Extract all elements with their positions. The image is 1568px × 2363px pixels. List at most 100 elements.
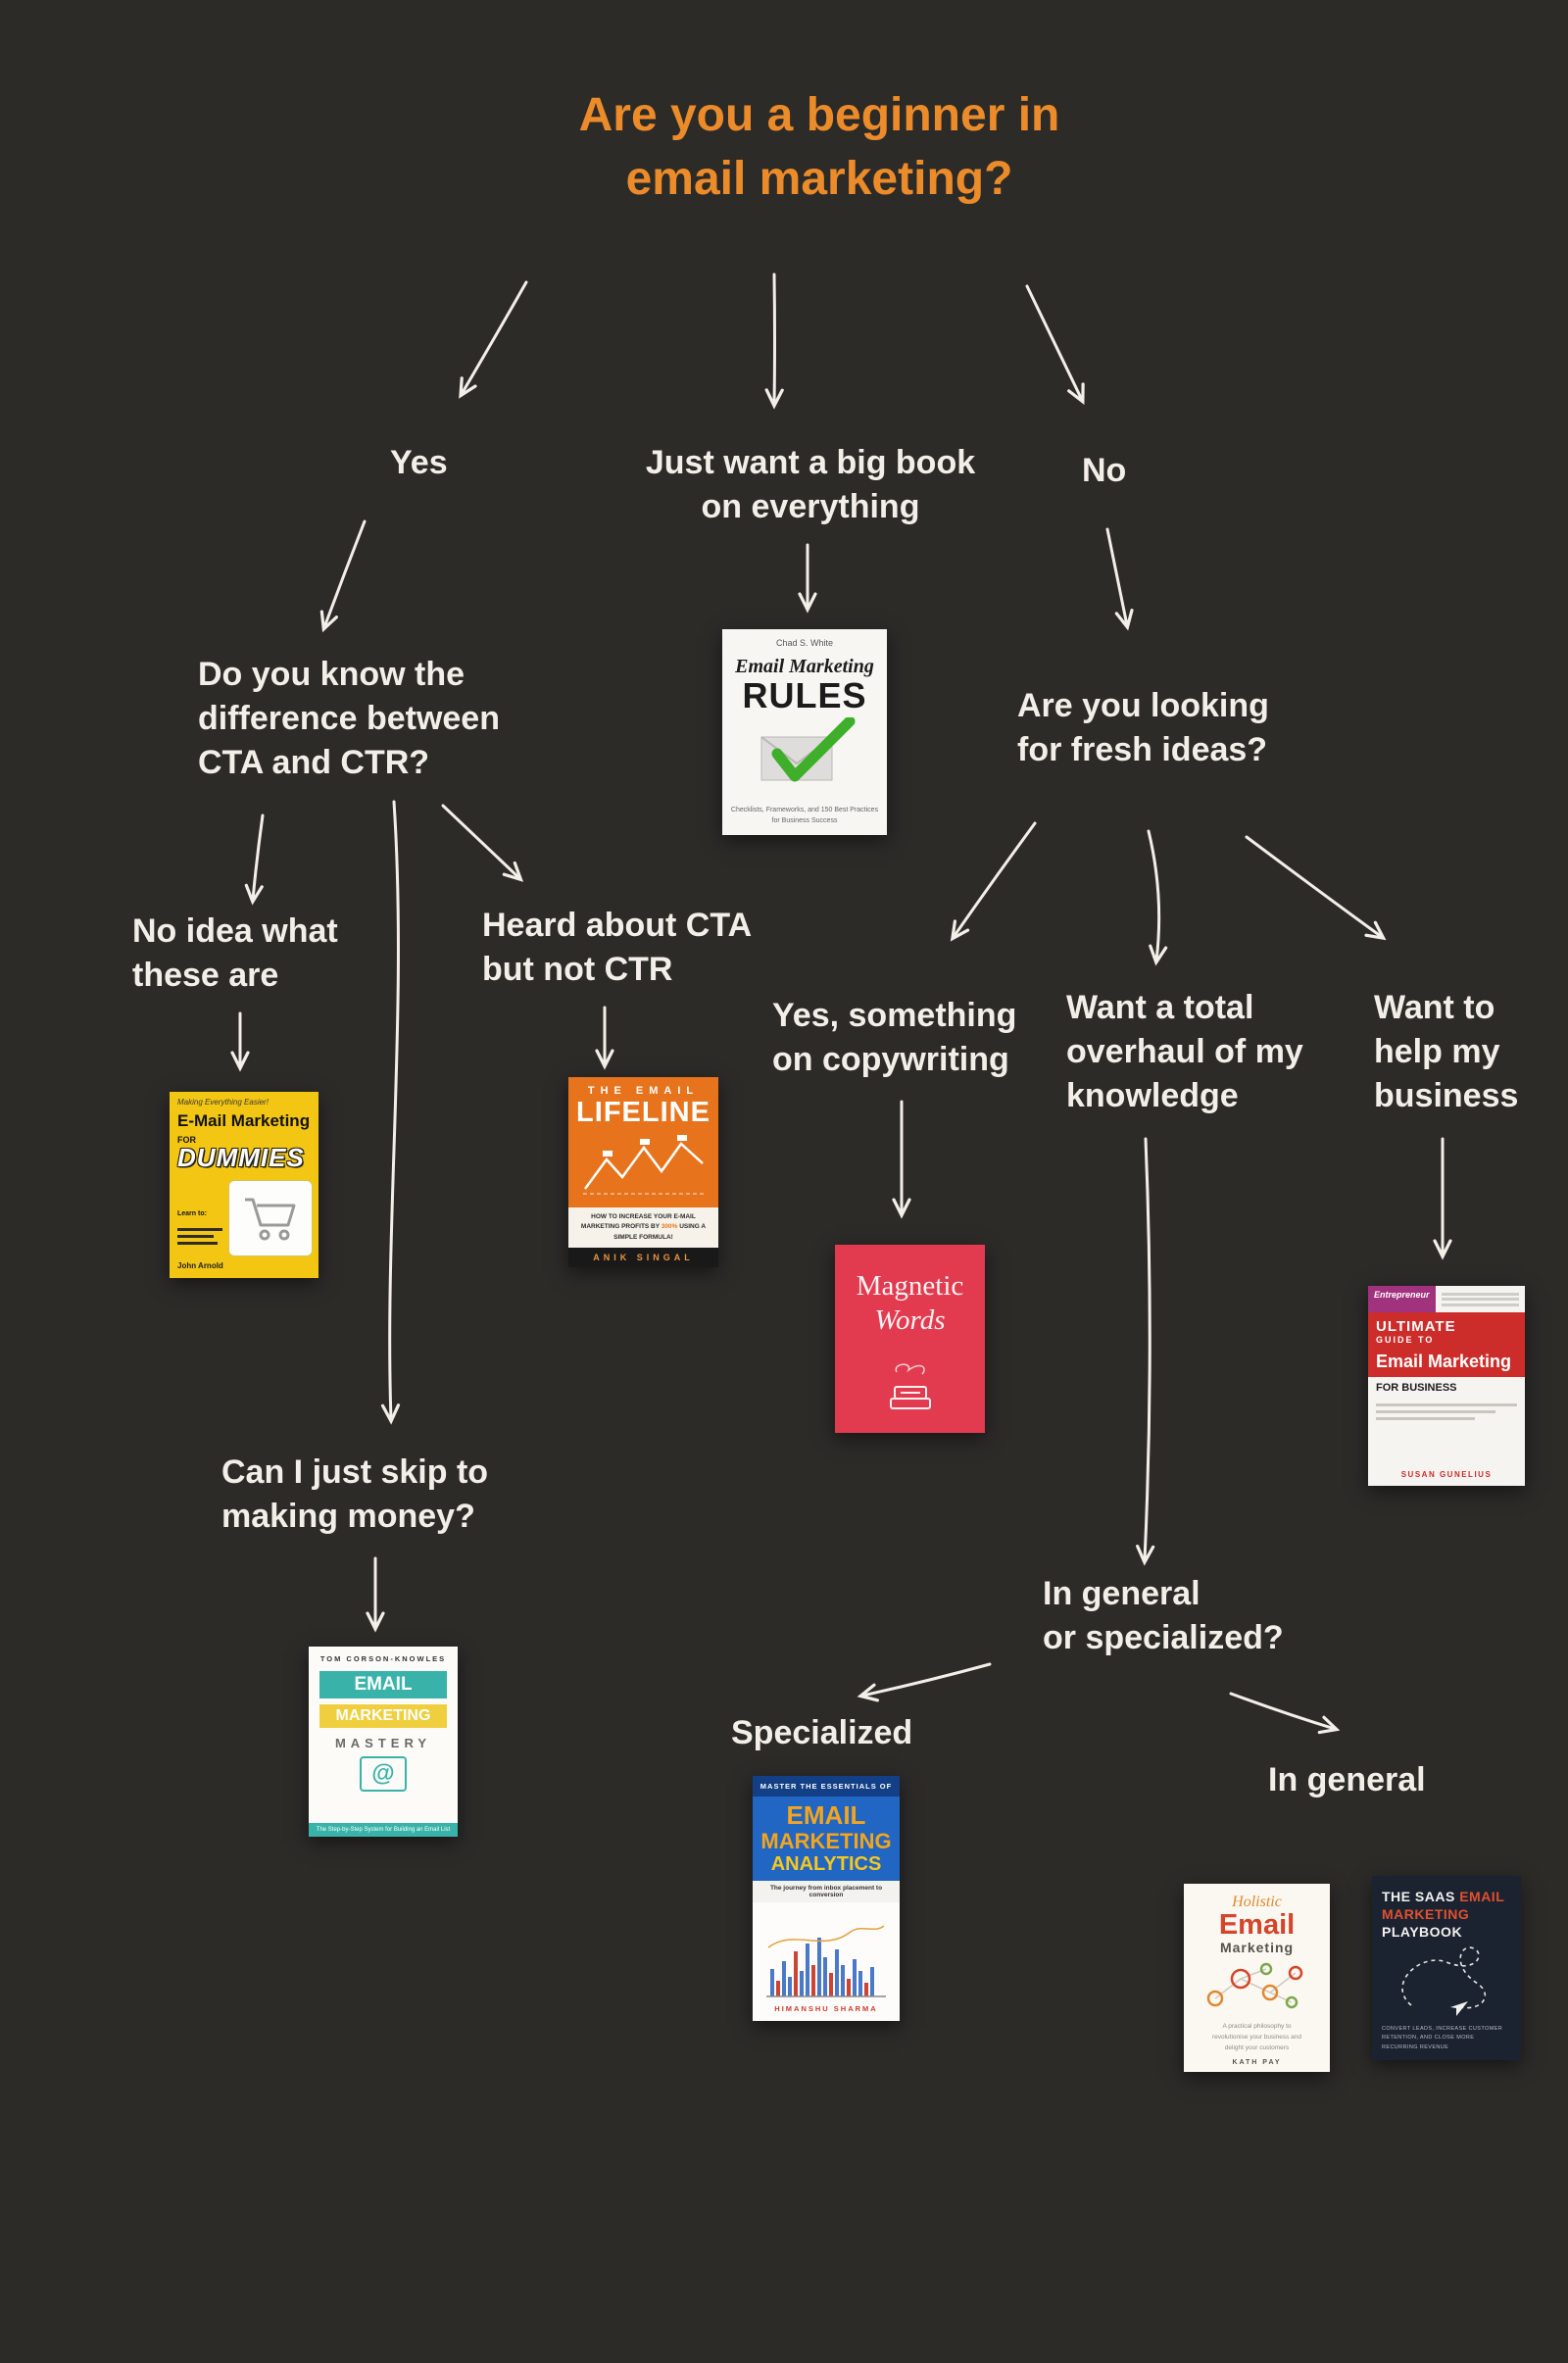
- book-subtitle: The Step-by-Step System for Building an …: [309, 1823, 458, 1837]
- book-title-line3: Marketing: [1219, 1940, 1295, 1955]
- label-big-book: Just want a big book on everything: [645, 444, 976, 525]
- label-cta-ctr-question: Do you know the difference between CTA a…: [198, 656, 500, 781]
- book-author: Chad S. White: [775, 638, 834, 648]
- book-cover-ultimate-guide-email-marketing: Entrepreneur ULTIMATE GUIDE TO Email Mar…: [1368, 1286, 1525, 1486]
- book-subtitle: Checklists, Frameworks, and 150 Best Pra…: [730, 806, 879, 824]
- book-title-line1: EMAIL: [786, 1800, 866, 1830]
- brand-entrepreneur: Entrepreneur: [1368, 1286, 1436, 1312]
- label-yes: Yes: [390, 444, 448, 481]
- label-skip-to-money: Can I just skip to making money?: [221, 1453, 489, 1535]
- cart-illustration: [228, 1180, 313, 1256]
- subtitle-part: USING A SIMPLE FORMULA!: [613, 1223, 707, 1241]
- label-total-overhaul: Want a total overhaul of my knowledge: [1066, 989, 1303, 1114]
- book-kicker: MASTER THE ESSENTIALS OF: [753, 1776, 900, 1797]
- book-subtitle: HOW TO INCREASE YOUR E-MAIL MARKETING PR…: [568, 1206, 718, 1248]
- book-title-line2: Words: [874, 1305, 946, 1336]
- bullet-lines: [177, 1228, 222, 1249]
- brand-band: Entrepreneur: [1368, 1286, 1525, 1312]
- book-author: ANIK SINGAL: [568, 1248, 718, 1267]
- book-kicker: THE EMAIL: [587, 1085, 700, 1097]
- shopping-cart-icon: [245, 1198, 296, 1241]
- label-no-idea: No idea what these are: [132, 912, 338, 994]
- book-cover-email-marketing-for-dummies: Making Everything Easier! E-Mail Marketi…: [170, 1092, 318, 1278]
- book-cover-saas-email-marketing-playbook: THE SAAS EMAIL MARKETING PLAYBOOK CONVER…: [1372, 1876, 1521, 2060]
- bullet-lines: [1368, 1396, 1525, 1428]
- book-learn-label: Learn to:: [177, 1210, 207, 1217]
- typewriter-icon: [882, 1361, 939, 1421]
- arrow-title-to-yes: [459, 280, 528, 399]
- book-author: John Arnold: [177, 1261, 223, 1270]
- title-block: ULTIMATE GUIDE TO Email Marketing: [1368, 1312, 1525, 1377]
- label-copywriting: Yes, something on copywriting: [772, 997, 1017, 1078]
- book-tagline: Making Everything Easier!: [177, 1098, 269, 1107]
- book-cover-email-marketing-analytics: MASTER THE ESSENTIALS OF EMAIL MARKETING…: [753, 1776, 900, 2021]
- arrow-genspec-to-ingeneral: [1229, 1692, 1341, 1735]
- at-glyph: @: [371, 1760, 395, 1787]
- book-cover-magnetic-words: Magnetic Words: [835, 1245, 985, 1433]
- book-author: SUSAN GUNELIUS: [1400, 1470, 1493, 1479]
- book-title: E-Mail Marketing: [177, 1111, 311, 1130]
- label-no: No: [1082, 452, 1127, 489]
- book-description: A practical philosophy to revolutionise …: [1211, 2023, 1302, 2052]
- label-in-general: In general: [1268, 1761, 1426, 1798]
- book-title-line2: MARKETING: [760, 1828, 892, 1853]
- arrow-fresh-to-overhaul: [1147, 829, 1168, 966]
- book-kicker2: GUIDE TO: [1376, 1335, 1435, 1345]
- book-title-line3: ANALYTICS: [770, 1852, 882, 1875]
- book-cover-email-marketing-mastery: TOM CORSON-KNOWLES EMAIL MARKETING MASTE…: [309, 1647, 458, 1837]
- book-subtitle: FOR BUSINESS: [1376, 1381, 1457, 1394]
- book-kicker1: ULTIMATE: [1376, 1318, 1456, 1335]
- book-cover-holistic-email-marketing: Holistic Email Marketing A practical phi…: [1184, 1884, 1330, 2072]
- arrow-question-to-skip: [380, 800, 401, 1425]
- label-general-or-specialized: In general or specialized?: [1043, 1575, 1284, 1656]
- label-heard-cta: Heard about CTA but not CTR: [482, 907, 753, 988]
- book-author: KATH PAY: [1232, 2059, 1282, 2066]
- arrow-overhaul-to-genspec: [1136, 1137, 1155, 1566]
- book-title: LIFELINE: [576, 1097, 710, 1128]
- book-title-line2: MARKETING: [318, 1704, 448, 1728]
- network-nodes-illustration: [1198, 1959, 1317, 2019]
- page-title: Are you a beginner in email marketing?: [578, 89, 1060, 205]
- label-fresh-ideas-question: Are you looking for fresh ideas?: [1017, 687, 1269, 768]
- arrow-question-to-heard: [441, 804, 524, 882]
- bar-chart-sketch: [753, 1901, 900, 1998]
- book-title-line2: Email: [1218, 1909, 1296, 1941]
- book-author: HIMANSHU SHARMA: [753, 1998, 900, 2021]
- subtitle-part: HOW TO INCREASE YOUR E-MAIL MARKETING PR…: [580, 1212, 696, 1231]
- line-chart-sketch: [568, 1127, 718, 1207]
- book-title-line1: Holistic: [1232, 1894, 1282, 1910]
- arrow-question-to-noidea: [244, 813, 265, 906]
- book-brand-dummies: DUMMIES: [177, 1142, 305, 1172]
- arrow-title-to-no: [1025, 284, 1085, 406]
- fine-print-lines: [1436, 1286, 1525, 1312]
- book-title-line1: Magnetic: [856, 1270, 964, 1302]
- book-title-main: RULES: [742, 675, 867, 715]
- book-title-script: Email Marketing: [735, 656, 874, 677]
- arrow-fresh-to-copywriting: [950, 821, 1037, 942]
- title-part: EMAIL: [1459, 1889, 1505, 1904]
- arrow-no-to-freshideas: [1105, 527, 1134, 631]
- book-author: TOM CORSON-KNOWLES: [319, 1654, 447, 1663]
- book-title: Email Marketing: [1376, 1352, 1512, 1371]
- book-title-line1: THE SAAS EMAIL: [1382, 1888, 1511, 1905]
- paper-plane-path-illustration: [1382, 1942, 1511, 2025]
- book-title-line3: PLAYBOOK: [1382, 1924, 1463, 1941]
- arrow-genspec-to-specialized: [857, 1662, 992, 1702]
- book-title-line1: EMAIL: [318, 1671, 448, 1698]
- book-for-word: FOR: [177, 1134, 196, 1145]
- arrow-title-to-bigbook: [764, 272, 784, 410]
- book-cover-email-marketing-rules: Chad S. White Email Marketing RULES Chec…: [722, 629, 887, 835]
- book-title-line2: MARKETING: [1382, 1906, 1470, 1923]
- email-at-icon: @: [360, 1756, 407, 1792]
- envelope-check-icon: [754, 715, 856, 789]
- book-subtitle: The journey from inbox placement to conv…: [753, 1880, 900, 1902]
- label-specialized: Specialized: [731, 1714, 913, 1751]
- arrow-fresh-to-helpbusiness: [1245, 835, 1387, 941]
- book-title-line3: MASTERY: [334, 1736, 432, 1750]
- book-subtitle: CONVERT LEADS, INCREASE CUSTOMER RETENTI…: [1382, 2025, 1503, 2050]
- label-help-business: Want to help my business: [1374, 989, 1519, 1114]
- book-cover-the-email-lifeline: THE EMAIL LIFELINE HOW TO INCREASE YOUR …: [568, 1077, 718, 1267]
- subtitle-percent: 300%: [661, 1223, 678, 1231]
- title-part: THE SAAS: [1382, 1889, 1455, 1904]
